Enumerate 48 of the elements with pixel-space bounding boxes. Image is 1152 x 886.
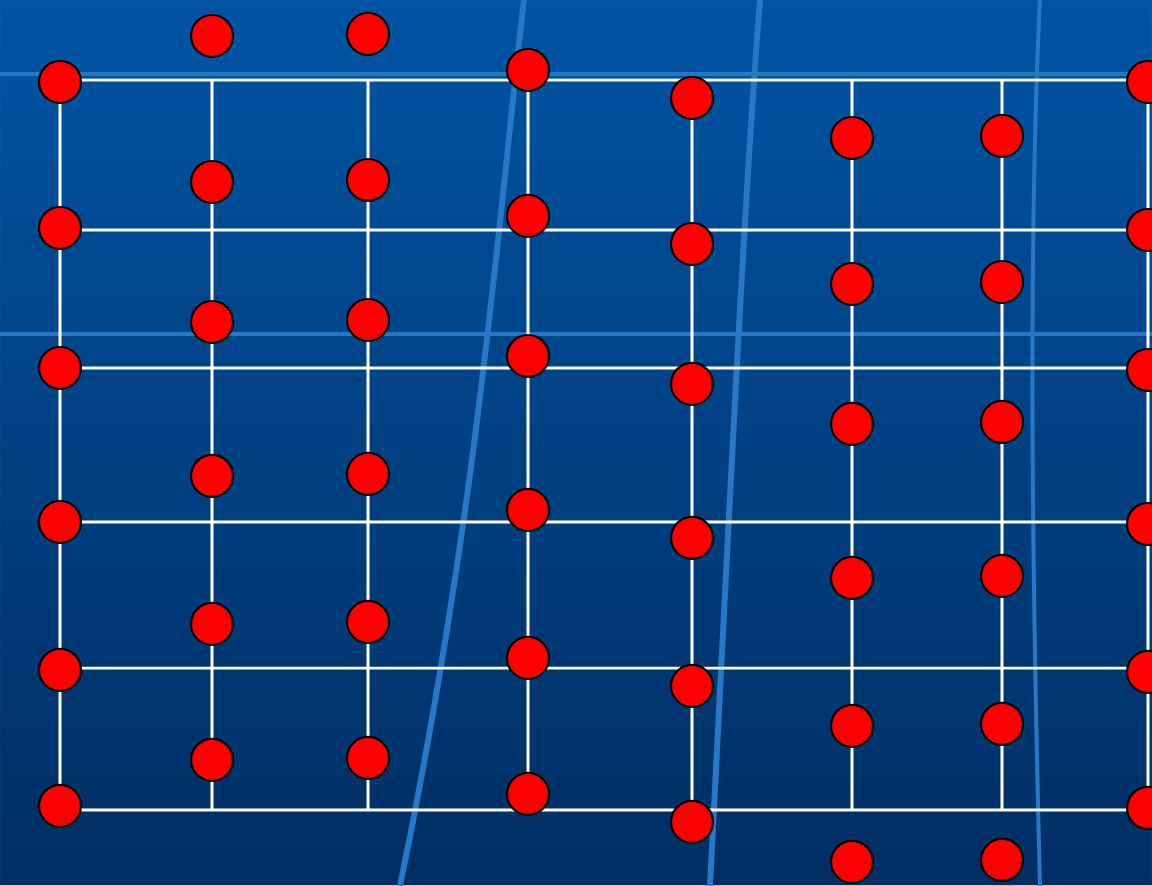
dot-marker [37, 499, 83, 545]
dot-marker [189, 737, 235, 783]
dot-marker [345, 735, 391, 781]
dot-marker [829, 703, 875, 749]
dot-marker [669, 515, 715, 561]
dot-marker [37, 345, 83, 391]
dot-marker [979, 553, 1025, 599]
dot-marker [669, 361, 715, 407]
dot-marker [669, 75, 715, 121]
dot-marker [1125, 59, 1152, 105]
dot-marker [37, 205, 83, 251]
dot-marker [669, 221, 715, 267]
dot-marker [505, 333, 551, 379]
dot-marker [37, 647, 83, 693]
dot-marker [829, 261, 875, 307]
dot-marker [505, 193, 551, 239]
dot-marker [979, 113, 1025, 159]
dot-marker [1125, 207, 1152, 253]
dot-marker [829, 555, 875, 601]
dot-marker [505, 47, 551, 93]
dot-marker [37, 783, 83, 829]
dot-marker [189, 453, 235, 499]
dot-marker [505, 487, 551, 533]
dot-marker [345, 157, 391, 203]
dot-marker [829, 401, 875, 447]
dot-marker [669, 663, 715, 709]
dot-marker [189, 299, 235, 345]
dot-marker [1125, 501, 1152, 547]
dot-marker [37, 59, 83, 105]
dot-marker [1125, 649, 1152, 695]
dot-marker [979, 259, 1025, 305]
dot-marker [345, 599, 391, 645]
dot-marker [189, 601, 235, 647]
dot-marker [669, 799, 715, 845]
dot-marker [1125, 785, 1152, 831]
dot-marker [505, 635, 551, 681]
dot-marker [979, 399, 1025, 445]
dot-marker [189, 159, 235, 205]
dot-marker [345, 451, 391, 497]
dot-marker [829, 839, 875, 885]
dot-marker [979, 701, 1025, 747]
dot-marker [829, 115, 875, 161]
dot-marker [345, 11, 391, 57]
dot-marker [345, 297, 391, 343]
dot-marker [505, 771, 551, 817]
dot-marker [979, 837, 1025, 883]
dot-marker [189, 13, 235, 59]
dot-marker [1125, 347, 1152, 393]
